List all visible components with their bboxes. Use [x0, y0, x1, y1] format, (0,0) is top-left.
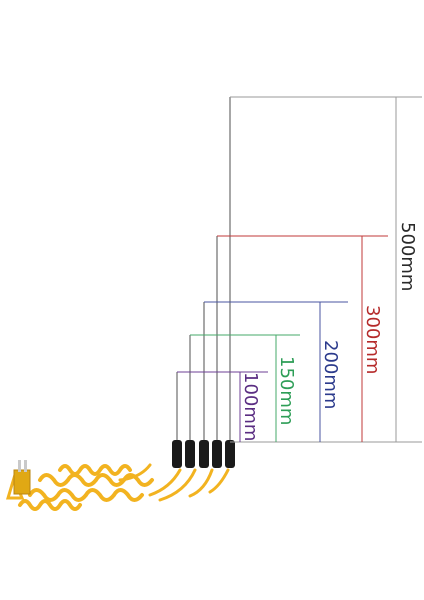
connector-plug [13, 460, 31, 495]
probe-handle-500 [225, 440, 235, 468]
probe-handle-300 [212, 440, 222, 468]
dimension-lines [177, 96, 422, 443]
dim-label-100mm: 100mm [240, 372, 261, 441]
probe-handle-200 [199, 440, 209, 468]
dim-label-300mm: 300mm [362, 305, 383, 374]
dimension-labels: 500mm 300mm 200mm 150mm 100mm [240, 222, 418, 441]
dim-label-150mm: 150mm [276, 356, 297, 425]
coiled-cables [5, 463, 230, 511]
dim-label-200mm: 200mm [320, 340, 341, 409]
probes [172, 97, 235, 468]
probe-handle-100 [172, 440, 182, 468]
probe-handle-150 [185, 440, 195, 468]
dim-label-500mm: 500mm [397, 222, 418, 291]
